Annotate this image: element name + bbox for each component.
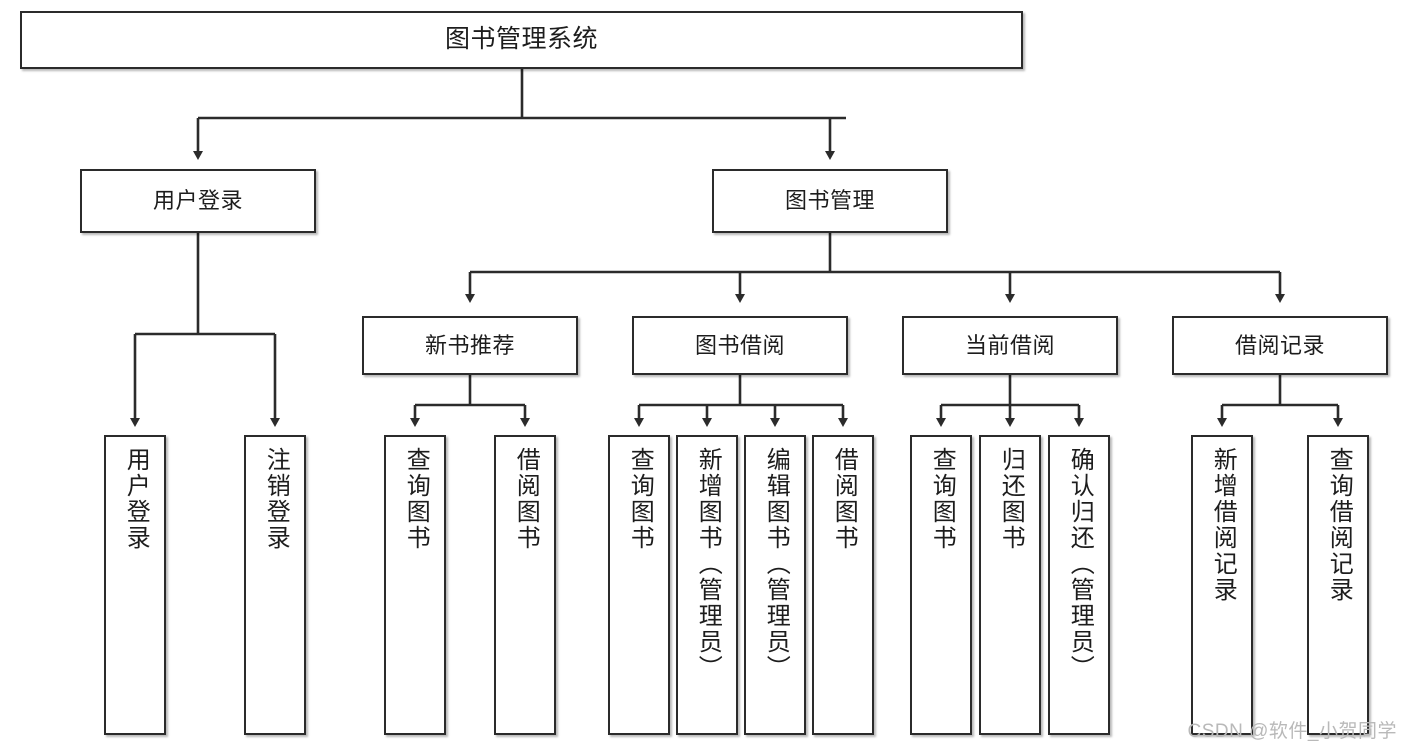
leaf-book-borrow-edit-label: 编辑图书（管理员）	[762, 447, 790, 681]
leaf-current-borrow-confirm-return[interactable]: 确认归还（管理员）	[1048, 435, 1110, 735]
leaf-current-borrow-query[interactable]: 查询图书	[910, 435, 972, 735]
csdn-watermark: CSDN @软件_小贺同学	[1187, 721, 1397, 742]
node-root-label: 图书管理系统	[444, 25, 598, 54]
leaf-user-login-logout-label: 注销登录	[262, 447, 290, 551]
leaf-borrow-record-add-label: 新增借阅记录	[1209, 447, 1237, 603]
node-current-borrow[interactable]: 当前借阅	[902, 316, 1118, 375]
node-current-borrow-label: 当前借阅	[964, 332, 1055, 358]
node-root-book-management-system[interactable]: 图书管理系统	[20, 11, 1023, 69]
node-book-borrow[interactable]: 图书借阅	[632, 316, 848, 375]
node-borrow-record[interactable]: 借阅记录	[1172, 316, 1388, 375]
leaf-book-borrow-add-label: 新增图书（管理员）	[694, 447, 722, 681]
leaf-new-book-query-label: 查询图书	[402, 447, 430, 551]
leaf-new-book-query[interactable]: 查询图书	[384, 435, 446, 735]
leaf-current-borrow-return[interactable]: 归还图书	[979, 435, 1041, 735]
leaf-user-login-login[interactable]: 用户登录	[104, 435, 166, 735]
node-new-book-recommend[interactable]: 新书推荐	[362, 316, 578, 375]
leaf-user-login-login-label: 用户登录	[122, 447, 150, 551]
leaf-book-borrow-query[interactable]: 查询图书	[608, 435, 670, 735]
node-book-management[interactable]: 图书管理	[712, 169, 948, 233]
node-user-login[interactable]: 用户登录	[80, 169, 316, 233]
leaf-book-borrow-borrow[interactable]: 借阅图书	[812, 435, 874, 735]
node-book-borrow-label: 图书借阅	[694, 332, 785, 358]
leaf-current-borrow-confirm-return-label: 确认归还（管理员）	[1066, 447, 1094, 681]
leaf-book-borrow-edit[interactable]: 编辑图书（管理员）	[744, 435, 806, 735]
leaf-book-borrow-query-label: 查询图书	[626, 447, 654, 551]
node-new-book-recommend-label: 新书推荐	[424, 332, 515, 358]
leaf-borrow-record-query-label: 查询借阅记录	[1325, 447, 1353, 603]
leaf-new-book-borrow[interactable]: 借阅图书	[494, 435, 556, 735]
leaf-borrow-record-query[interactable]: 查询借阅记录	[1307, 435, 1369, 735]
leaf-current-borrow-return-label: 归还图书	[997, 447, 1025, 551]
leaf-user-login-logout[interactable]: 注销登录	[244, 435, 306, 735]
leaf-new-book-borrow-label: 借阅图书	[512, 447, 540, 551]
leaf-current-borrow-query-label: 查询图书	[928, 447, 956, 551]
node-book-management-label: 图书管理	[784, 188, 875, 214]
node-borrow-record-label: 借阅记录	[1234, 332, 1325, 358]
leaf-borrow-record-add[interactable]: 新增借阅记录	[1191, 435, 1253, 735]
leaf-book-borrow-borrow-label: 借阅图书	[830, 447, 858, 551]
leaf-book-borrow-add[interactable]: 新增图书（管理员）	[676, 435, 738, 735]
node-user-login-label: 用户登录	[152, 188, 243, 214]
